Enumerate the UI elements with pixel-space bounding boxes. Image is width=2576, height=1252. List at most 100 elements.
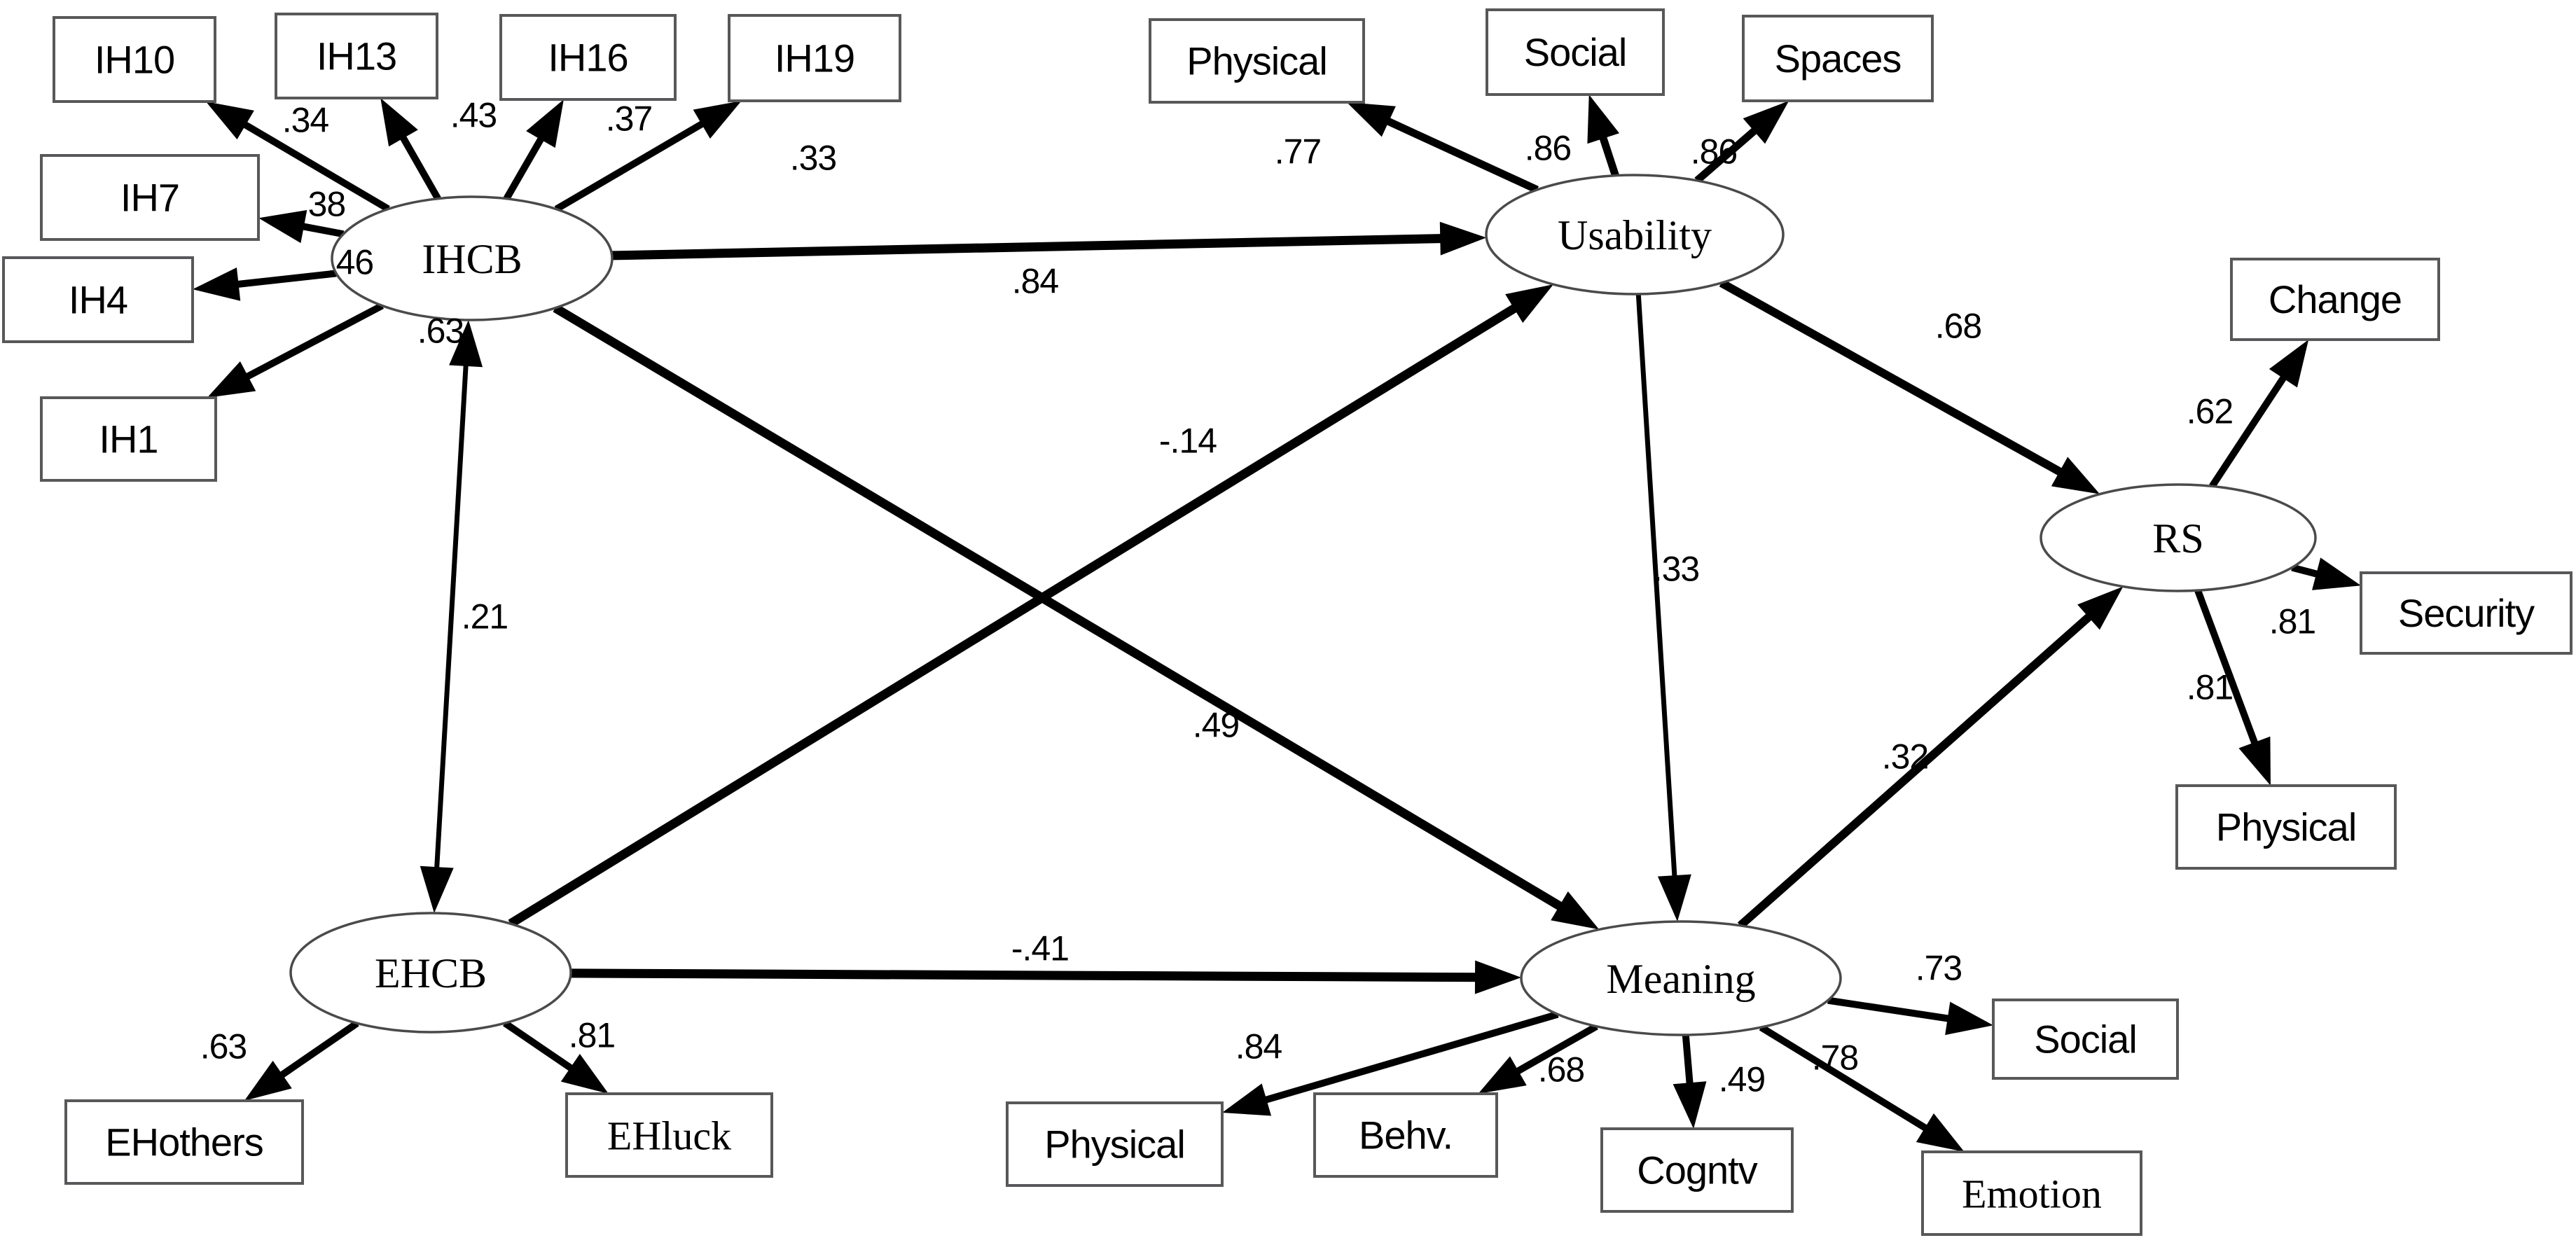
edge-EHCB-EHluck-arrowhead [560, 1054, 609, 1094]
observed-EHothers-box [64, 1099, 304, 1185]
edge-Usability-SocialTop-arrowhead [1587, 95, 1620, 144]
edge-IHCB-IH7-arrowhead [258, 209, 307, 244]
path-coefficient-Meaning-SocialBottom: .73 [1916, 949, 1962, 988]
observed-PhysicalRight-label: Physical [2216, 805, 2357, 849]
latent-IHCB-ellipse [331, 195, 614, 321]
path-coefficient-IHCB-IH13: .43 [450, 96, 497, 135]
observed-IH1-label: IH1 [99, 417, 158, 461]
path-coefficient-Meaning-Behv: .68 [1538, 1050, 1585, 1090]
observed-Change-box [2230, 258, 2440, 341]
edges-layer [193, 95, 2361, 1152]
edge-IHCB-Usability-arrowhead [1439, 221, 1487, 256]
observed-Cogntv-label: Cogntv [1637, 1148, 1757, 1192]
edge-Meaning-Emotion-arrowhead [1916, 1113, 1965, 1152]
edge-RS-Change-line [2209, 364, 2294, 489]
observed-IH13-box [275, 13, 438, 99]
observed-SocialBottom-label: Social [2034, 1017, 2137, 1062]
path-coefficient-IHCB-IH7: .38 [299, 185, 346, 224]
path-coefficient-Meaning-RS: .32 [1882, 737, 1929, 777]
edge-IHCB-IH10-line [232, 115, 390, 212]
observed-EHothers-label: EHothers [105, 1120, 263, 1164]
path-coefficient-RS-Change: .62 [2187, 392, 2234, 431]
latent-Meaning-ellipse [1520, 920, 1842, 1036]
edge-RS-Security-arrowhead [2312, 557, 2361, 590]
edge-Meaning-RS-line [1737, 604, 2102, 929]
observed-Cogntv-box [1600, 1127, 1794, 1213]
edge-EHCB-EHluck-line [503, 1020, 584, 1079]
path-coefficient-IHCB-Usability: .84 [1012, 262, 1059, 301]
observed-SocialTop-label: Social [1524, 30, 1627, 74]
observed-SocialBottom-box [1992, 999, 2179, 1080]
observed-IH10-box [53, 16, 216, 103]
edge-Meaning-SocialBottom-line [1827, 996, 1962, 1024]
latent-EHCB-label: EHCB [375, 950, 487, 996]
edge-Meaning-Emotion-line [1759, 1024, 1939, 1139]
path-coefficient-Usability-PhysicalTop: .77 [1275, 132, 1322, 172]
observed-IH4-box [2, 256, 194, 343]
observed-IH1-box [40, 396, 217, 482]
latent-RS-label: RS [2152, 515, 2203, 562]
path-coefficient-EHCB-EHluck: .81 [569, 1016, 616, 1055]
path-coefficient-IHCB-Meaning: .49 [1193, 706, 1240, 745]
path-coefficient-EHCB-Meaning: -.41 [1011, 929, 1069, 968]
observed-IH13-label: IH13 [317, 34, 396, 78]
latent-Usability-ellipse [1485, 174, 1785, 295]
path-coefficient-Usability-RS: .68 [1935, 307, 1982, 346]
edge-IHCB-IH4-arrowhead [193, 267, 241, 301]
edge-EHCB-Usability-arrowhead [1505, 284, 1553, 324]
path-coefficient-EHCB-Usability: -.14 [1159, 422, 1217, 461]
observed-EHluck-box [565, 1092, 773, 1178]
path-coefficient-Meaning-PhysicalBottom: .84 [1235, 1027, 1282, 1066]
observed-Change-label: Change [2269, 277, 2402, 321]
path-coefficient-Usability-SocialTop: .86 [1525, 129, 1572, 168]
observed-IH16-label: IH16 [548, 36, 628, 80]
edge-RS-Change-arrowhead [2269, 340, 2309, 388]
path-coefficient-Usability-Spaces: .86 [1691, 132, 1738, 172]
path-coefficient-IHCB-IH16: .37 [606, 99, 653, 139]
edge-IHCB-IH19-line [554, 114, 716, 212]
edge-Usability-PhysicalTop-arrowhead [1346, 102, 1396, 137]
latent-RS-ellipse [2040, 483, 2317, 592]
observed-IH19-box [728, 14, 901, 102]
observed-IH10-label: IH10 [95, 38, 174, 82]
edge-IHCB-IH19-arrowhead [693, 101, 742, 139]
path-coefficient-IHCB-IH19: .33 [790, 139, 837, 178]
edge-IHCB-IH10-arrowhead [205, 102, 254, 140]
observed-Spaces-box [1742, 15, 1934, 102]
observed-PhysicalRight-box [2175, 784, 2397, 870]
edge-IHCB-Usability-line [611, 233, 1455, 260]
edge-Usability-RS-line [1719, 279, 2074, 482]
observed-IH7-box [40, 154, 260, 241]
observed-Behv-label: Behv. [1359, 1113, 1453, 1157]
latent-Usability-label: Usability [1558, 212, 1712, 258]
edge-Usability-Meaning-arrowhead [1657, 874, 1691, 922]
edge-IHCB-IH1-arrowhead [207, 361, 256, 398]
edge-Meaning-Cogntv-arrowhead [1673, 1081, 1707, 1129]
observed-SocialTop-box [1486, 8, 1665, 96]
observed-Emotion-label: Emotion [1962, 1171, 2102, 1216]
edge-IHCB-IH4-line [224, 270, 337, 289]
edge-EHCB-EHothers-arrowhead [244, 1060, 292, 1101]
path-coefficient-IHCB-EHCB: .21 [462, 597, 508, 637]
observed-PhysicalTop-label: Physical [1186, 39, 1327, 83]
edge-IHCB-Meaning-arrowhead [1551, 891, 1600, 930]
edge-EHCB-Meaning-line [570, 968, 1489, 982]
latent-Meaning-label: Meaning [1606, 956, 1755, 1002]
observed-PhysicalBottom-label: Physical [1044, 1122, 1185, 1167]
edge-RS-PhysicalRight-line [2194, 589, 2263, 757]
observed-PhysicalTop-box [1149, 18, 1365, 104]
observed-IH19-label: IH19 [775, 36, 854, 81]
edge-Usability-Spaces-arrowhead [1743, 101, 1789, 144]
edge-IHCB-IH1-line [234, 302, 385, 386]
latent-IHCB-label: IHCB [422, 236, 522, 282]
observed-PhysicalBottom-box [1006, 1101, 1224, 1187]
path-coefficient-RS-Security: .81 [2269, 602, 2316, 641]
edge-IHCB-EHCB-line [434, 352, 469, 882]
latent-EHCB-ellipse [289, 912, 572, 1034]
path-coefficient-Usability-Meaning: .33 [1653, 550, 1700, 589]
observed-Security-label: Security [2398, 591, 2535, 635]
edge-Usability-RS-arrowhead [2051, 457, 2100, 494]
edge-Meaning-Behv-arrowhead [1478, 1056, 1527, 1094]
